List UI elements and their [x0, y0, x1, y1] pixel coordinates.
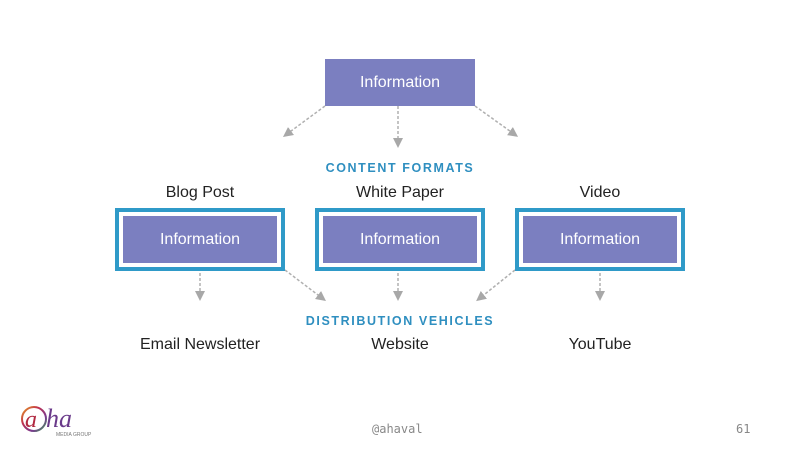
- format-title-blog-post: Blog Post: [165, 184, 235, 201]
- blog-post-node-label: Information: [159, 230, 241, 248]
- white-paper-node-label: Information: [359, 230, 441, 248]
- svg-text:ha: ha: [46, 404, 72, 433]
- svg-text:a: a: [25, 407, 37, 433]
- top-node-label: Information: [359, 73, 441, 91]
- vehicle-website: Website: [371, 336, 429, 353]
- arrow-top-to-blog: [282, 105, 326, 137]
- arrow-video-to-website: [476, 269, 516, 302]
- content-formats-heading: CONTENT FORMATS: [325, 161, 475, 175]
- video-node-label: Information: [559, 230, 641, 248]
- blog-post-node: Information: [115, 208, 285, 271]
- top-information-node: Information: [325, 59, 475, 106]
- distribution-vehicles-heading: DISTRIBUTION VEHICLES: [305, 314, 495, 328]
- svg-text:MEDIA GROUP: MEDIA GROUP: [56, 432, 92, 438]
- arrow-top-to-video: [474, 105, 519, 137]
- footer-handle: @ahaval: [372, 422, 423, 436]
- vehicle-youtube: YouTube: [568, 336, 632, 353]
- logo-icon: a ha MEDIA GROUP: [21, 404, 92, 438]
- white-paper-node: Information: [315, 208, 485, 271]
- vehicle-email-newsletter: Email Newsletter: [139, 336, 261, 353]
- video-node: Information: [515, 208, 685, 271]
- format-title-video: Video: [579, 184, 621, 201]
- page-number: 61: [736, 422, 751, 436]
- arrow-blog-to-website: [284, 269, 326, 302]
- aha-media-group-logo: a ha MEDIA GROUP: [20, 403, 102, 444]
- format-title-white-paper: White Paper: [355, 184, 445, 201]
